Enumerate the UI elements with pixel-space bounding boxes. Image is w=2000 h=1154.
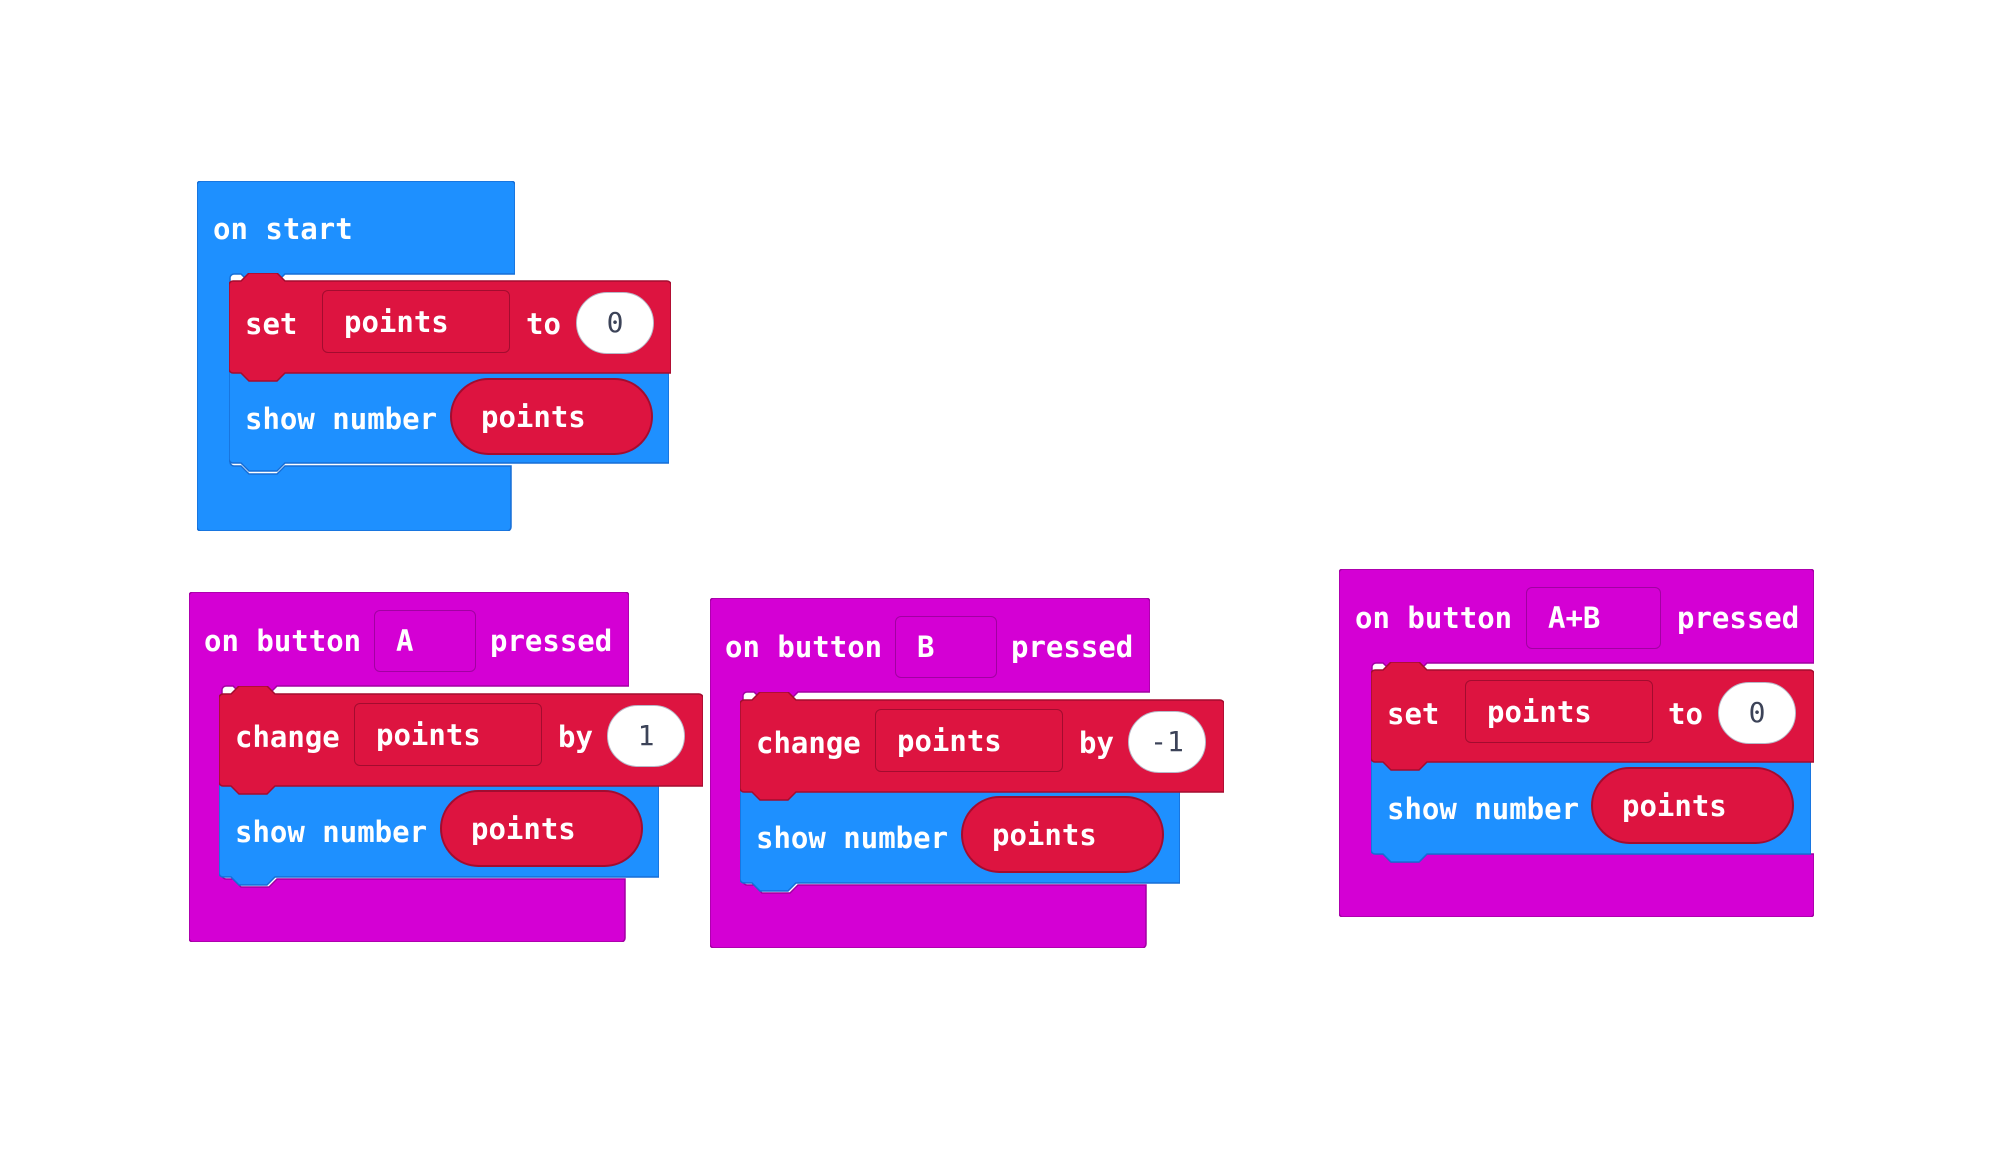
points-variable-pill[interactable]: points (1591, 767, 1794, 844)
to-keyword: to (526, 307, 561, 341)
show-number-label: show number (756, 821, 949, 855)
variable-dropdown[interactable]: points (322, 290, 510, 353)
to-keyword: to (1668, 697, 1703, 731)
value-input[interactable]: 0 (576, 292, 654, 354)
value-input[interactable]: 1 (607, 705, 685, 767)
show-number-label: show number (1387, 792, 1580, 826)
set-keyword: set (245, 307, 298, 341)
on-button-b-block[interactable] (710, 598, 1150, 948)
variable-dropdown[interactable]: points (354, 703, 542, 766)
pressed-label: pressed (1677, 601, 1800, 635)
variable-dropdown[interactable]: points (1465, 680, 1653, 743)
points-variable-pill[interactable]: points (961, 796, 1164, 873)
by-keyword: by (558, 720, 593, 754)
on-button-prefix: on button (725, 630, 883, 664)
value-input[interactable]: 0 (1718, 682, 1796, 744)
change-keyword: change (756, 726, 861, 760)
on-button-a-block[interactable] (189, 592, 629, 942)
change-keyword: change (235, 720, 340, 754)
pressed-label: pressed (1011, 630, 1134, 664)
by-keyword: by (1079, 726, 1114, 760)
on-start-block[interactable] (197, 181, 515, 531)
on-start-label: on start (213, 212, 353, 246)
button-dropdown[interactable]: B (895, 616, 997, 678)
points-variable-pill[interactable]: points (450, 378, 653, 455)
show-number-label: show number (235, 815, 428, 849)
button-dropdown[interactable]: A+B (1526, 587, 1661, 649)
value-input[interactable]: -1 (1128, 711, 1206, 773)
pressed-label: pressed (490, 624, 613, 658)
show-number-label: show number (245, 402, 438, 436)
variable-dropdown[interactable]: points (875, 709, 1063, 772)
button-dropdown[interactable]: A (374, 610, 476, 672)
points-variable-pill[interactable]: points (440, 790, 643, 867)
on-button-prefix: on button (1355, 601, 1513, 635)
set-keyword: set (1387, 697, 1440, 731)
on-button-prefix: on button (204, 624, 362, 658)
